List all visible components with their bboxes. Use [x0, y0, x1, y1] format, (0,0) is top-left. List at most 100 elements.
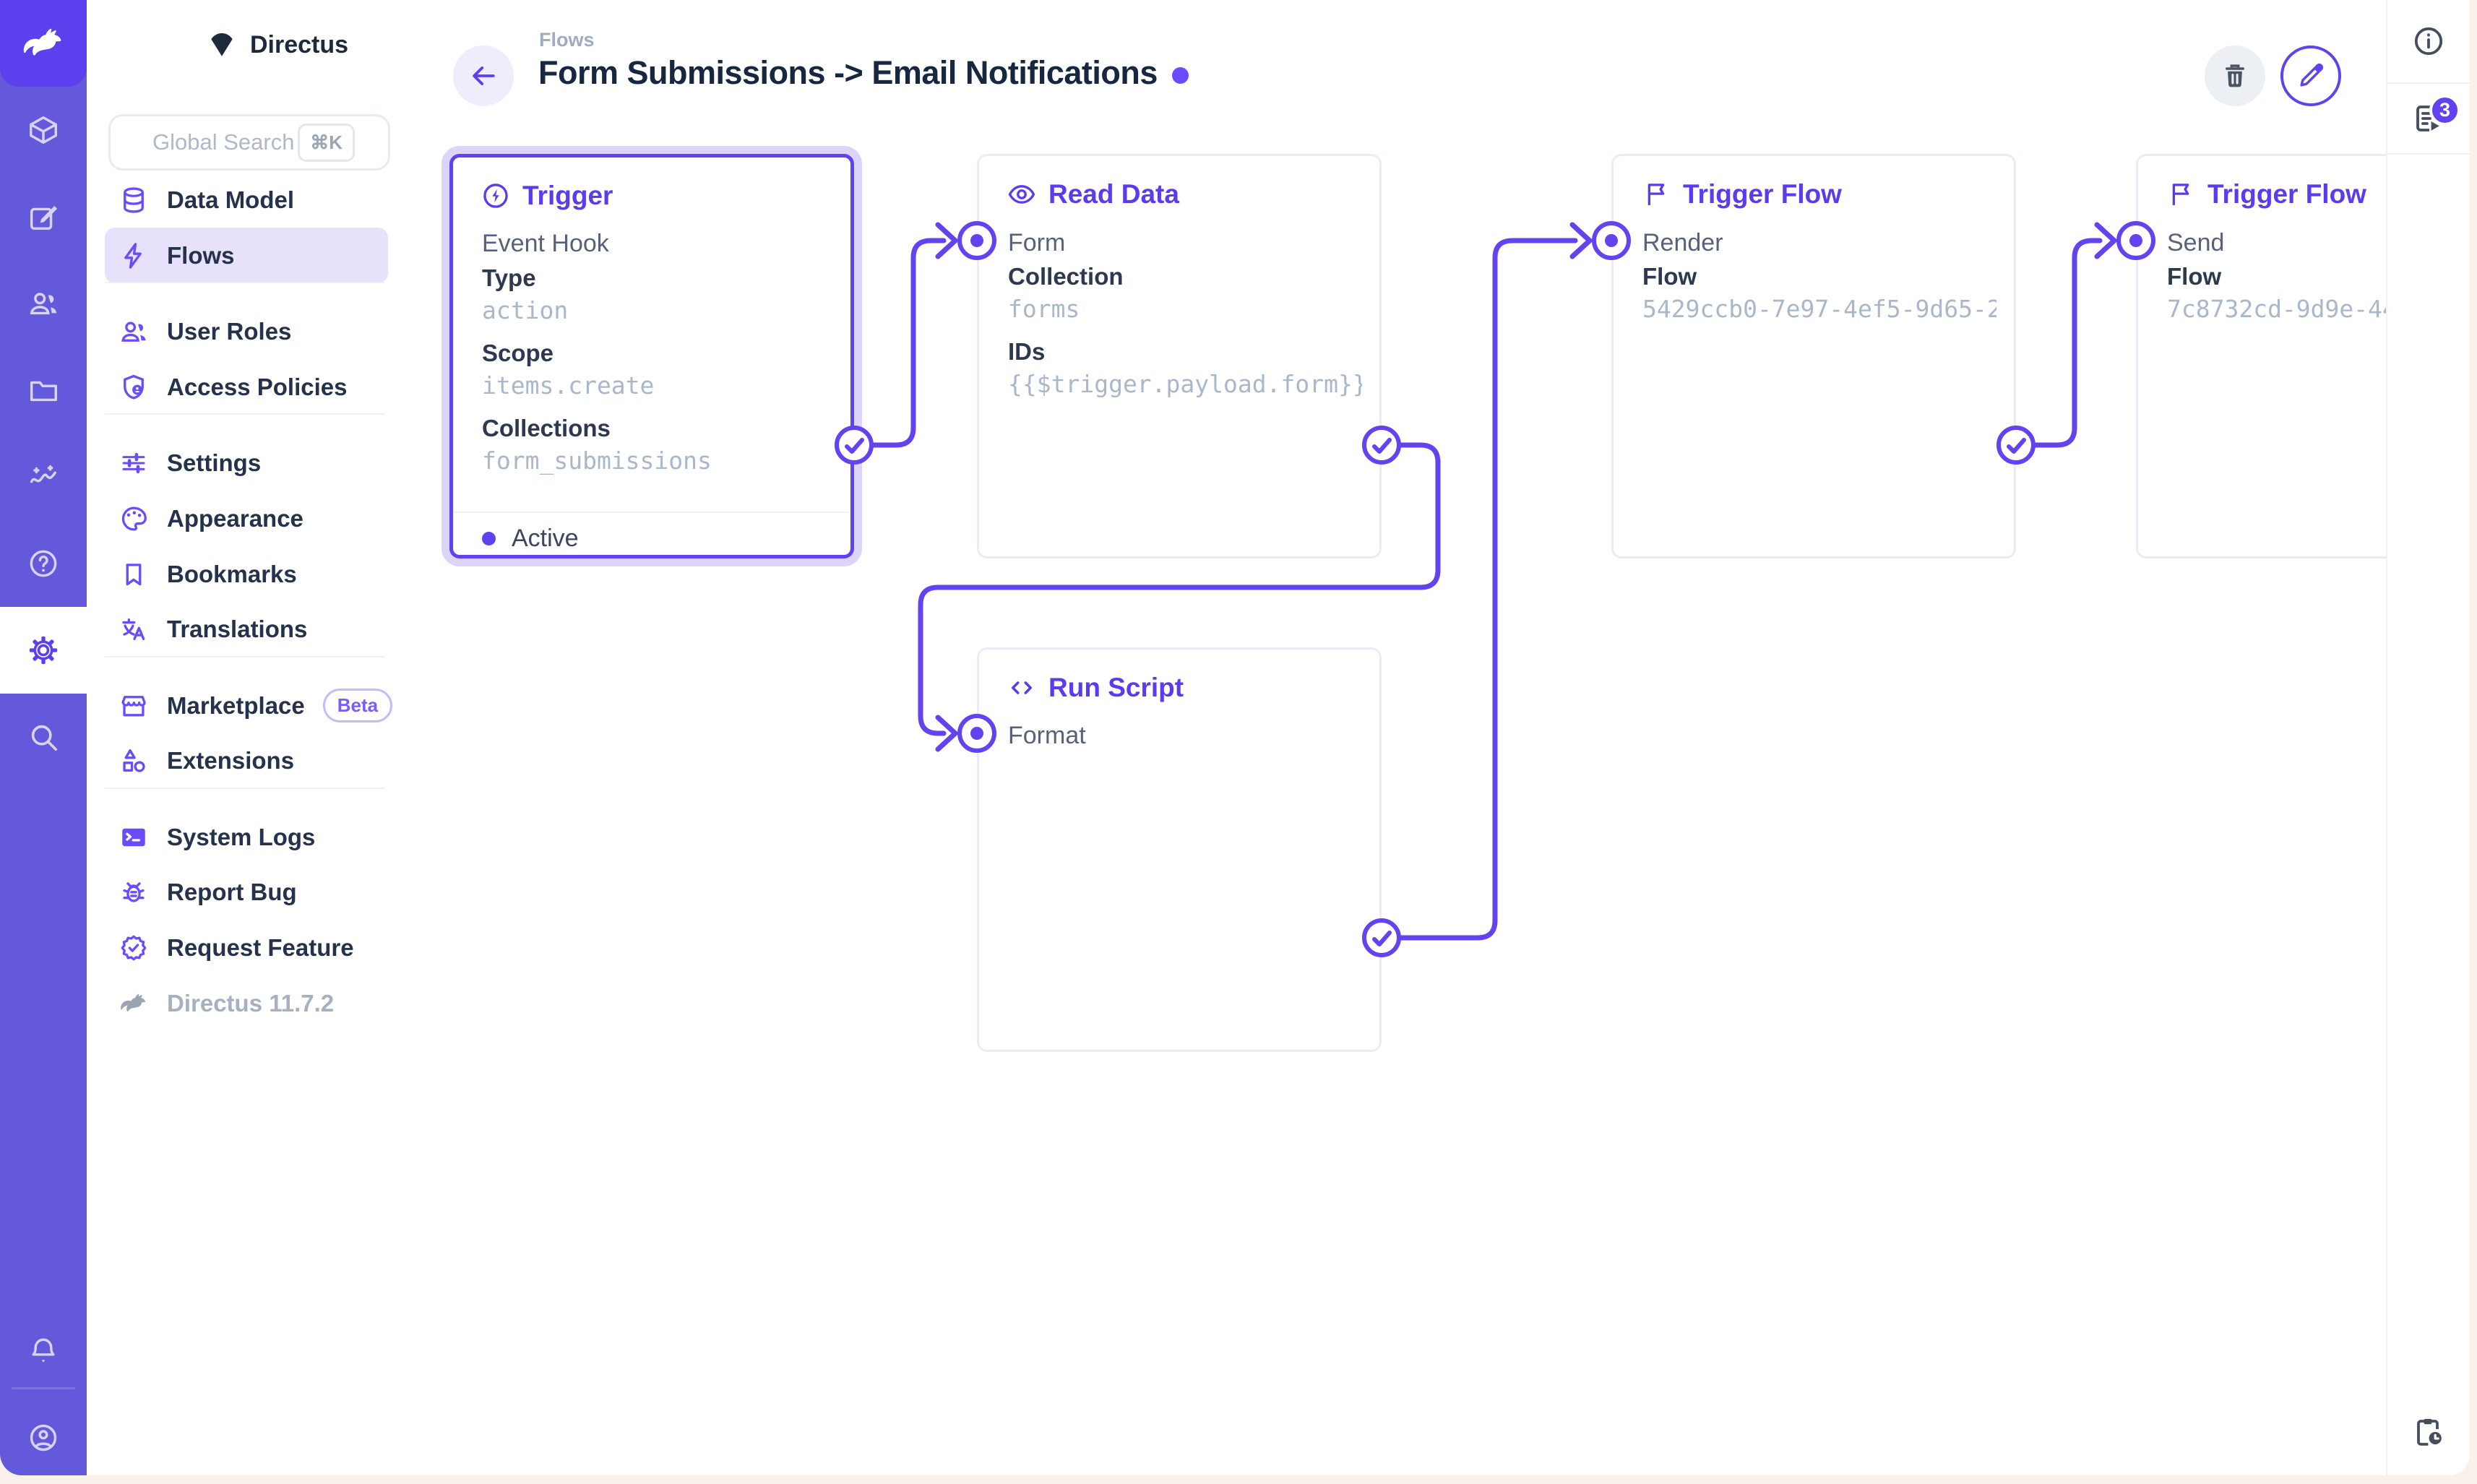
- sidebar-item-label: Data Model: [167, 186, 295, 213]
- clipboard-clock-icon: [2417, 1419, 2442, 1446]
- read-data-panel[interactable]: Read Data Form Collection forms IDs {{$t…: [977, 154, 1382, 558]
- sidebar-item-label: Request Feature: [167, 933, 354, 961]
- flow-canvas-area: Flows Form Submissions -> Email Notifica…: [396, 0, 2386, 1475]
- sidebar-item-settings[interactable]: Settings: [105, 435, 388, 491]
- flag-icon: [1647, 184, 1665, 205]
- info-button[interactable]: [2387, 0, 2470, 84]
- sidebar-item-system-logs[interactable]: System Logs: [105, 809, 388, 865]
- flag-icon: [2172, 184, 2189, 205]
- arrow-left-icon: [473, 66, 495, 85]
- sidebar-divider: [105, 413, 384, 415]
- account-button[interactable]: [0, 1394, 87, 1475]
- run-script-panel[interactable]: Run Script Format: [977, 647, 1382, 1052]
- trash-icon: [2226, 64, 2244, 87]
- sidebar-item-label: System Logs: [167, 823, 316, 850]
- field-value: forms: [1008, 295, 1080, 323]
- sidebar-item-label: Access Policies: [167, 373, 348, 400]
- sidebar-item-access-policies[interactable]: Access Policies: [105, 359, 388, 415]
- panel-title: Read Data: [1048, 179, 1179, 209]
- back-button[interactable]: [453, 46, 514, 106]
- bug-icon: [123, 881, 145, 902]
- module-content[interactable]: [0, 87, 87, 173]
- module-settings[interactable]: [0, 607, 87, 694]
- code-icon: [1012, 681, 1032, 694]
- sidebar-item-marketplace[interactable]: Marketplace Beta: [105, 678, 393, 733]
- panel-title: Trigger: [522, 181, 613, 210]
- field-label: IDs: [1008, 338, 1046, 365]
- field-label: Scope: [482, 340, 554, 366]
- sidebar-item-version: Directus 11.7.2: [105, 975, 388, 1031]
- status-dot: [482, 532, 496, 545]
- palette-icon: [121, 506, 147, 531]
- sidebar-item-report-bug[interactable]: Report Bug: [105, 864, 388, 920]
- project-header[interactable]: Directus: [87, 17, 348, 72]
- field-label: Type: [482, 264, 536, 291]
- right-sidebar: 3: [2386, 0, 2470, 1475]
- sidebar-item-bookmarks[interactable]: Bookmarks: [105, 546, 388, 602]
- sidebar-item-label: Extensions: [167, 746, 295, 774]
- terminal-icon: [122, 828, 145, 846]
- field-value: form_submissions: [482, 447, 712, 475]
- info-icon: [2414, 27, 2443, 56]
- global-search-input[interactable]: Global Search ⌘K: [108, 114, 390, 171]
- connection-render-to-send: [2013, 238, 2103, 448]
- notifications-button[interactable]: [0, 1308, 87, 1394]
- search-shortcut: ⌘K: [298, 123, 355, 162]
- sidebar-item-request-feature[interactable]: Request Feature: [105, 920, 388, 975]
- field-label: Flow: [2167, 263, 2222, 290]
- module-help[interactable]: [0, 520, 87, 607]
- module-editor[interactable]: [0, 173, 87, 260]
- sidebar-item-label: Flows: [167, 241, 235, 269]
- sidebar-item-data-model[interactable]: Data Model: [105, 172, 388, 228]
- sidebar-item-translations[interactable]: Translations: [105, 601, 388, 657]
- sidebar-item-appearance[interactable]: Appearance: [105, 491, 388, 546]
- operation-name: Send: [2167, 229, 2225, 256]
- status-label: Active: [512, 525, 579, 552]
- shapes-icon: [123, 749, 145, 772]
- sidebar-divider: [105, 788, 384, 789]
- field-value: action: [482, 296, 569, 324]
- panel-title: Trigger Flow: [2207, 179, 2366, 209]
- sidebar-item-extensions[interactable]: Extensions: [105, 733, 388, 788]
- module-files[interactable]: [0, 347, 87, 433]
- logs-drawer-button[interactable]: 3: [2387, 84, 2470, 155]
- sidebar-item-label: Report Bug: [167, 878, 297, 905]
- account-icon: [30, 1424, 57, 1451]
- field-value: items.create: [482, 371, 655, 400]
- pencil-icon: [2300, 63, 2324, 87]
- module-insights[interactable]: [0, 433, 87, 520]
- people-icon: [30, 293, 57, 315]
- module-search[interactable]: [0, 694, 87, 780]
- module-rail: [0, 0, 87, 1475]
- trigger-status: Active: [482, 525, 579, 553]
- rabbit-icon: [23, 28, 61, 56]
- directus-logo[interactable]: [0, 0, 87, 87]
- field-label: Collection: [1008, 263, 1124, 290]
- sidebar-item-user-roles[interactable]: User Roles: [105, 303, 388, 359]
- operation-name: Format: [1008, 722, 1086, 749]
- connection-trigger-to-read-data: [851, 238, 947, 448]
- nav-sidebar: Directus Global Search ⌘K Data Model Flo…: [87, 0, 396, 1475]
- breadcrumb[interactable]: Flows: [539, 29, 595, 51]
- operation-name: Render: [1642, 229, 1723, 256]
- delete-flow-button[interactable]: [2205, 46, 2265, 106]
- box-icon: [30, 116, 57, 144]
- panel-divider: [455, 512, 849, 513]
- trigger-flow-render-panel[interactable]: Trigger Flow Render Flow 5429ccb0-7e97-4…: [1611, 154, 2016, 558]
- trigger-panel[interactable]: Trigger Event Hook Type action Scope ite…: [449, 154, 854, 558]
- tune-icon: [122, 452, 145, 473]
- compose-icon: [30, 206, 58, 230]
- panel-title: Trigger Flow: [1683, 179, 1842, 209]
- edit-flow-button[interactable]: [2280, 46, 2341, 106]
- pending-tasks-button[interactable]: [2387, 1415, 2470, 1449]
- beta-badge: Beta: [322, 689, 393, 722]
- eye-icon: [1008, 185, 1035, 204]
- sidebar-item-label: User Roles: [167, 317, 292, 345]
- sidebar-item-flows[interactable]: Flows: [105, 228, 388, 283]
- sidebar-item-label: Marketplace: [167, 691, 305, 719]
- module-users[interactable]: [0, 260, 87, 347]
- project-fan-icon: [211, 33, 233, 56]
- logs-count-badge: 3: [2429, 95, 2460, 126]
- trigger-flow-send-panel[interactable]: Trigger Flow Send Flow 7c8732cd-9d9e-44b…: [2136, 154, 2386, 558]
- arrowhead: [1569, 222, 1593, 259]
